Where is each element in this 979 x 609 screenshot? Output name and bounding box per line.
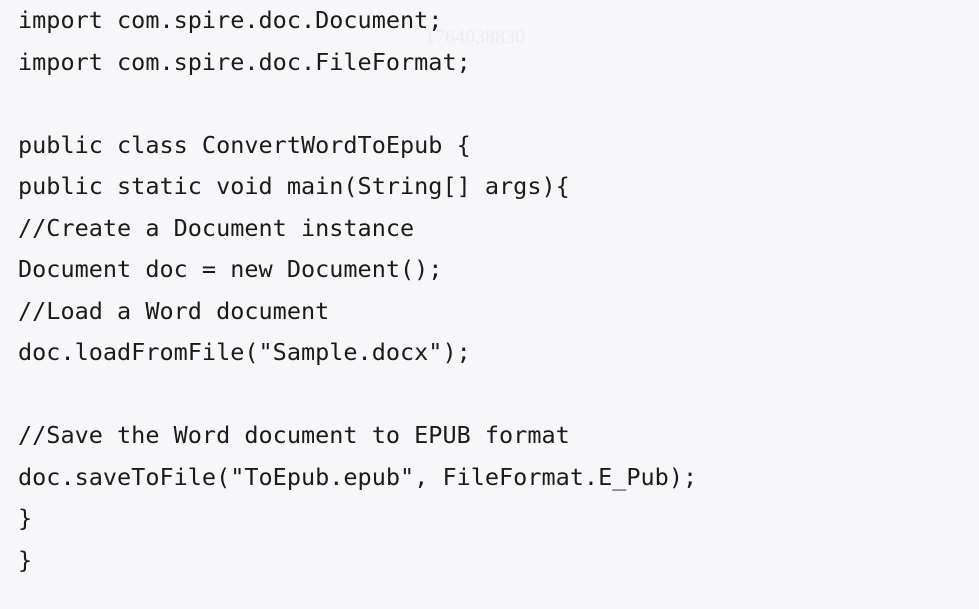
code-line: import com.spire.doc.FileFormat; bbox=[18, 47, 471, 76]
code-line: //Load a Word document bbox=[18, 296, 330, 325]
code-line bbox=[18, 374, 697, 416]
code-line: public class ConvertWordToEpub { bbox=[18, 130, 471, 159]
code-line: //Save the Word document to EPUB format bbox=[18, 421, 570, 449]
code-line bbox=[18, 83, 697, 125]
watermark: 1764038830 bbox=[425, 26, 525, 49]
code-block: import com.spire.doc.Document; import com… bbox=[18, 0, 697, 581]
code-line: Document doc = new Document(); bbox=[18, 255, 443, 283]
code-line: //Create a Document instance bbox=[18, 213, 415, 242]
code-line: } bbox=[18, 504, 33, 532]
code-line: } bbox=[18, 545, 33, 574]
code-line: doc.saveToFile("ToEpub.epub", FileFormat… bbox=[18, 462, 698, 491]
code-line: public static void main(String[] args){ bbox=[18, 172, 570, 200]
code-line: doc.loadFromFile("Sample.docx"); bbox=[18, 338, 471, 366]
code-line: import com.spire.doc.Document; bbox=[18, 6, 443, 34]
